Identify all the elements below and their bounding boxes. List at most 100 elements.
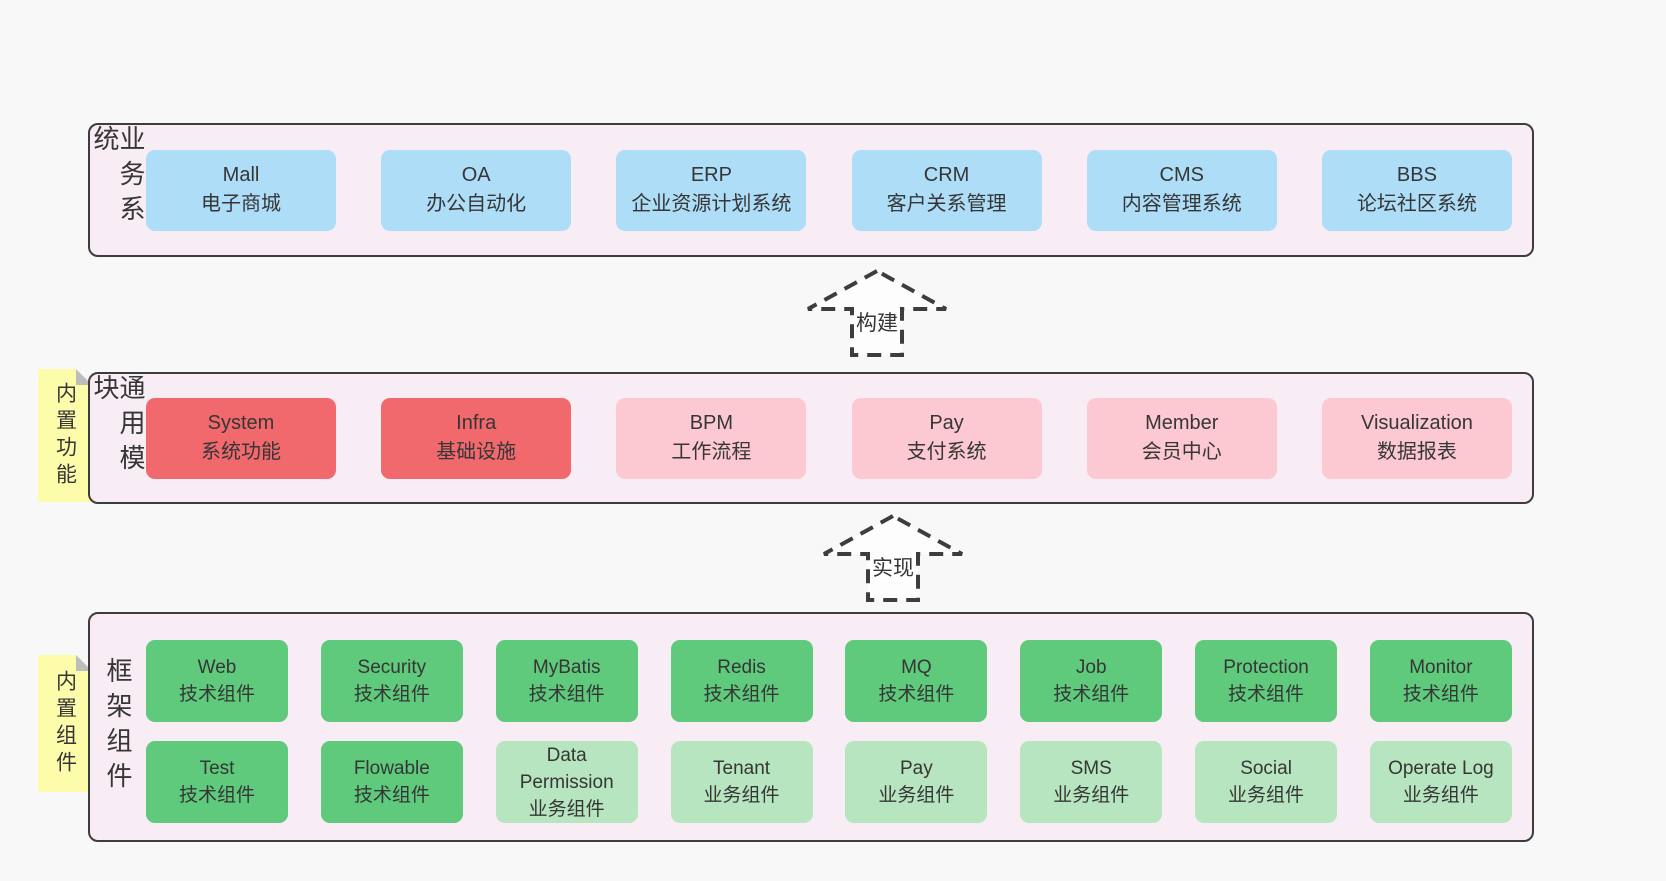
box-title: OA (461, 164, 491, 186)
box-title: Web (197, 657, 237, 678)
box-test: Test 技术组件 (146, 741, 288, 823)
box-subtitle: 技术组件 (178, 785, 255, 806)
box-title: ERP (690, 164, 732, 186)
box-cms: CMS 内容管理系统 (1086, 149, 1277, 231)
box-subtitle: 技术组件 (1228, 684, 1305, 705)
box-subtitle: 办公自动化 (426, 193, 527, 215)
box-title: Infra (456, 412, 497, 434)
box-title: Pay (900, 758, 933, 779)
box-bpm: BPM 工作流程 (616, 397, 807, 479)
box-title: Flowable (353, 758, 430, 779)
box-mybatis: MyBatis 技术组件 (495, 640, 638, 722)
implement-arrow: 实现 (820, 513, 966, 603)
box-subtitle: 技术组件 (178, 684, 255, 705)
box-subtitle: 论坛社区系统 (1356, 193, 1477, 215)
box-title: Visualization (1360, 412, 1473, 434)
box-pay-system: Pay 支付系统 (851, 397, 1042, 479)
box-crm: CRM 客户关系管理 (851, 149, 1042, 231)
box-monitor: Monitor 技术组件 (1369, 640, 1512, 722)
box-title: Pay (929, 412, 964, 434)
sticky-note-label: 内置功能 (53, 381, 77, 490)
layer-label-column: 框架组件 (90, 614, 146, 840)
layer-label-column: 业务系统 (90, 125, 146, 255)
box-bbs: BBS 论坛社区系统 (1321, 149, 1512, 231)
box-member: Member 会员中心 (1086, 397, 1277, 479)
layer-common-modules: 通用模块 System 系统功能 Infra 基础设施 BPM 工作流程 Pay… (88, 372, 1534, 504)
box-title: BBS (1396, 164, 1437, 186)
layer-business-label: 业务系统 (90, 125, 146, 230)
box-protection: Protection 技术组件 (1195, 640, 1338, 722)
box-pay-component: Pay 业务组件 (845, 741, 988, 823)
box-title: MQ (901, 657, 932, 678)
box-flowable: Flowable 技术组件 (320, 741, 463, 823)
box-title: SMS (1070, 758, 1112, 779)
box-title: Data Permission (519, 744, 614, 793)
sticky-note-label: 内置组件 (53, 669, 77, 778)
box-subtitle: 业务组件 (1053, 785, 1130, 806)
box-title: MyBatis (532, 657, 601, 678)
box-subtitle: 技术组件 (878, 684, 955, 705)
box-title: CRM (923, 164, 970, 186)
box-subtitle: 电子商城 (201, 193, 281, 215)
box-subtitle: 技术组件 (703, 684, 780, 705)
box-web: Web 技术组件 (146, 640, 288, 722)
layer-framework-label: 框架组件 (103, 657, 133, 797)
box-title: System (207, 412, 275, 434)
box-title: Job (1075, 657, 1107, 678)
framework-row-1: Web 技术组件 Security 技术组件 MyBatis 技术组件 Redi… (146, 640, 1512, 722)
box-subtitle: 技术组件 (528, 684, 605, 705)
box-subtitle: 业务组件 (703, 785, 780, 806)
box-title: BPM (689, 412, 734, 434)
box-subtitle: 业务组件 (878, 785, 955, 806)
box-subtitle: 内容管理系统 (1121, 193, 1242, 215)
box-subtitle: 业务组件 (1228, 785, 1305, 806)
box-tenant: Tenant 业务组件 (670, 741, 813, 823)
box-visualization: Visualization 数据报表 (1321, 397, 1512, 479)
modules-boxes-row: System 系统功能 Infra 基础设施 BPM 工作流程 Pay 支付系统… (146, 374, 1532, 502)
layer-modules-label: 通用模块 (90, 374, 146, 479)
box-erp: ERP 企业资源计划系统 (616, 149, 807, 231)
box-job: Job 技术组件 (1020, 640, 1163, 722)
box-title: Test (199, 758, 235, 779)
implement-arrow-label: 实现 (870, 557, 916, 581)
box-social: Social 业务组件 (1195, 741, 1338, 823)
box-subtitle: 技术组件 (353, 785, 430, 806)
box-title: Social (1240, 758, 1292, 779)
layer-label-column: 通用模块 (90, 374, 146, 502)
box-title: Protection (1223, 657, 1309, 678)
box-security: Security 技术组件 (320, 640, 463, 722)
box-title: Member (1145, 412, 1219, 434)
box-subtitle: 支付系统 (906, 441, 987, 463)
box-title: Operate Log (1388, 758, 1494, 779)
box-operate-log: Operate Log 业务组件 (1369, 741, 1512, 823)
box-subtitle: 会员中心 (1141, 441, 1222, 463)
box-subtitle: 技术组件 (1402, 684, 1479, 705)
box-subtitle: 工作流程 (671, 441, 752, 463)
framework-row-2: Test 技术组件 Flowable 技术组件 Data Permission … (146, 741, 1512, 823)
box-mall: Mall 电子商城 (146, 149, 336, 231)
layer-framework-components: 框架组件 Web 技术组件 Security 技术组件 MyBatis 技术组件… (88, 612, 1534, 842)
box-subtitle: 客户关系管理 (886, 193, 1007, 215)
box-subtitle: 数据报表 (1376, 441, 1457, 463)
box-subtitle: 技术组件 (353, 684, 430, 705)
box-subtitle: 企业资源计划系统 (631, 193, 792, 215)
box-title: Redis (717, 657, 766, 678)
sticky-note-built-in-components: 内置组件 (38, 655, 92, 792)
box-subtitle: 业务组件 (528, 798, 605, 820)
box-title: Security (357, 657, 427, 678)
business-boxes-row: Mall 电子商城 OA 办公自动化 ERP 企业资源计划系统 CRM 客户关系… (146, 125, 1532, 255)
box-title: CMS (1159, 164, 1204, 186)
framework-rows: Web 技术组件 Security 技术组件 MyBatis 技术组件 Redi… (146, 614, 1532, 840)
build-arrow-label: 构建 (854, 312, 900, 336)
box-sms: SMS 业务组件 (1020, 741, 1163, 823)
box-title: Monitor (1409, 657, 1473, 678)
build-arrow: 构建 (804, 268, 950, 358)
box-oa: OA 办公自动化 (381, 149, 572, 231)
box-redis: Redis 技术组件 (670, 640, 813, 722)
box-title: Tenant (713, 758, 771, 779)
box-system: System 系统功能 (146, 397, 336, 479)
layer-business-systems: 业务系统 Mall 电子商城 OA 办公自动化 ERP 企业资源计划系统 CRM… (88, 123, 1534, 257)
sticky-note-built-in-features: 内置功能 (38, 369, 92, 502)
box-data-permission: Data Permission 业务组件 (495, 741, 638, 823)
